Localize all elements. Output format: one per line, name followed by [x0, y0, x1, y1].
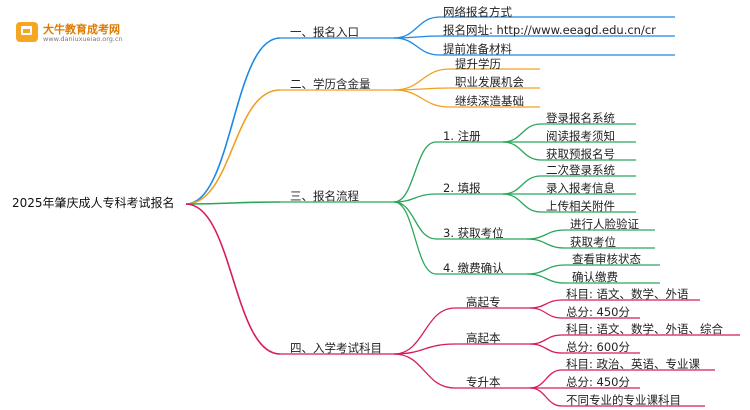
root-topic: 2025年肇庆成人专科考试报名	[12, 196, 175, 210]
b4-group-link-3	[393, 353, 456, 389]
b2-leaf-link-1	[393, 68, 451, 91]
step-2-label: 2. 填报	[443, 181, 481, 195]
root-link-3	[185, 201, 281, 205]
exam-type-3-leaf-1: 科目: 政治、英语、专业课	[566, 357, 701, 371]
exam-type-3-leaf-2: 总分: 450分	[566, 375, 630, 389]
b2-leaf-link-3	[393, 89, 451, 108]
b3-group-link-3	[393, 201, 437, 240]
step-3-leaf-1: 进行人脸验证	[570, 217, 639, 231]
branch-2-label: 二、学历含金量	[290, 77, 371, 91]
root-link-1	[185, 37, 281, 205]
exam-type-3-leaf-3: 不同专业的专业课科目	[566, 393, 681, 407]
root-link-2	[185, 89, 281, 205]
exam-type-2-label: 高起本	[466, 331, 501, 345]
exam-type-1-label: 高起专	[466, 295, 501, 309]
logo-url: www.daniuxueiao.org.cn	[43, 35, 123, 43]
branch-3-label: 三、报名流程	[290, 189, 359, 203]
b4-g3-leaf-link-3	[529, 387, 563, 407]
b3-group-link-2	[393, 193, 437, 203]
b4-g2-leaf-link-1	[529, 334, 563, 345]
exam-type-3-label: 专升本	[466, 375, 501, 389]
root-link-4	[185, 203, 281, 355]
b3-group-link-4	[393, 201, 437, 275]
branch-4-label: 四、入学考试科目	[290, 341, 382, 355]
book-icon	[16, 22, 38, 42]
b4-g1-leaf-link-2	[529, 307, 563, 319]
step-4-leaf-1: 查看审核状态	[572, 252, 641, 266]
b3-g4-leaf-link-1	[526, 264, 566, 275]
branch-1-leaf-1: 网络报名方式	[443, 5, 512, 19]
b3-g1-leaf-link-1	[502, 123, 542, 143]
b1-leaf-link-1	[393, 16, 441, 39]
b1-leaf-link-3	[393, 37, 441, 56]
b4-g3-leaf-link-1	[529, 369, 563, 389]
step-1-leaf-1: 登录报名系统	[546, 111, 615, 125]
b4-g2-leaf-link-2	[529, 343, 563, 354]
b3-group-link-1	[393, 141, 437, 203]
step-1-leaf-2: 阅读报考须知	[546, 129, 615, 143]
step-4-leaf-2: 确认缴费	[572, 270, 618, 284]
b3-g2-leaf-link-3	[502, 193, 542, 213]
exam-type-1-leaf-2: 总分: 450分	[566, 305, 630, 319]
step-1-label: 1. 注册	[443, 129, 481, 143]
branch-1-label: 一、报名入口	[290, 25, 359, 39]
step-3-leaf-2: 获取考位	[570, 235, 616, 249]
b3-g3-leaf-link-2	[526, 238, 566, 249]
step-1-leaf-3: 获取预报名号	[546, 147, 615, 161]
b3-g1-leaf-link-3	[502, 141, 542, 161]
exam-type-1-leaf-1: 科目: 语文、数学、外语	[566, 287, 689, 301]
exam-type-2-leaf-2: 总分: 600分	[566, 340, 630, 354]
step-3-label: 3. 获取考位	[443, 226, 504, 240]
exam-type-2-leaf-1: 科目: 语文、数学、外语、综合	[566, 322, 724, 336]
branch-2-leaf-2: 职业发展机会	[455, 75, 524, 89]
b4-g1-leaf-link-1	[529, 299, 563, 309]
b4-group-link-1	[393, 307, 456, 355]
step-2-leaf-3: 上传相关附件	[546, 199, 615, 213]
branch-2-leaf-1: 提升学历	[455, 57, 501, 71]
step-4-label: 4. 缴费确认	[443, 261, 504, 275]
b3-g2-leaf-link-1	[502, 175, 542, 195]
logo-name: 大牛教育成考网	[43, 23, 120, 36]
b3-g4-leaf-link-2	[526, 273, 566, 284]
step-2-leaf-2: 录入报考信息	[546, 181, 615, 195]
branch-1-leaf-3: 提前准备材料	[443, 42, 512, 56]
b4-group-link-2	[393, 343, 456, 355]
step-2-leaf-1: 二次登录系统	[546, 163, 615, 177]
site-logo: 大牛教育成考网 www.daniuxueiao.org.cn	[16, 18, 126, 48]
branch-1-leaf-2: 报名网址: http://www.eeagd.edu.cn/cr	[443, 23, 656, 37]
branch-2-leaf-3: 继续深造基础	[455, 94, 524, 108]
b3-g3-leaf-link-1	[526, 229, 566, 240]
